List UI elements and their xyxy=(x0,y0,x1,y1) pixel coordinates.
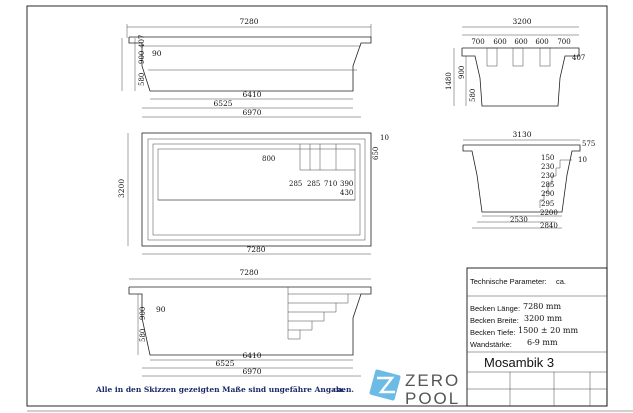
section-step-3: 230 xyxy=(541,172,554,180)
side-segment-1: 700 xyxy=(471,38,484,46)
param-label-length: Becken Länge: xyxy=(470,304,520,313)
parameter-table: Technische Parameter: ca. Becken Länge: … xyxy=(466,267,608,407)
front-depth-deep: 580 xyxy=(138,73,146,86)
plan-step-2: 285 xyxy=(307,180,320,188)
side-depth-mid: 900 xyxy=(458,66,466,79)
plan-rim: 10 xyxy=(380,134,389,142)
param-value-wall: 6-9 mm xyxy=(527,338,558,347)
section-floor-inner: 2200 xyxy=(540,209,558,217)
section-step-2: 230 xyxy=(541,163,554,171)
footer-note-ca: ca. xyxy=(333,385,345,394)
side-overall-width: 3200 xyxy=(512,17,531,26)
side-rim-offset: 407 xyxy=(572,54,585,62)
bottom-length-bottom: 6525 xyxy=(215,359,234,368)
plan-width: 3200 xyxy=(117,179,126,198)
side-segment-5: 700 xyxy=(557,38,570,46)
logo-z-icon xyxy=(377,376,395,394)
section-rim-a: 575 xyxy=(582,140,595,148)
front-length-inner: 6410 xyxy=(242,90,261,99)
side-segment-2: 600 xyxy=(493,38,506,46)
section-floor-a: 2530 xyxy=(510,216,528,224)
bottom-depth-shallow: 900 xyxy=(139,307,147,320)
bottom-view: 7280 90 900 580 6410 6525 6970 xyxy=(128,268,372,377)
brand-line-1: ZERO xyxy=(405,371,460,390)
section-overall-width: 3130 xyxy=(512,130,531,139)
plan-step-extra: 430 xyxy=(340,189,353,197)
front-depth-top: 407 xyxy=(138,35,146,48)
front-length-outer: 6970 xyxy=(242,108,261,117)
plan-step-depth: 650 xyxy=(372,147,380,160)
section-view: 3130 575 10 150 230 230 285 290 295 2200… xyxy=(462,130,595,230)
section-floor-b: 2840 xyxy=(540,222,558,230)
params-header-ca: ca. xyxy=(556,277,566,286)
model-name: Mosambik 3 xyxy=(484,355,554,370)
plan-step-3: 710 xyxy=(324,180,337,188)
param-value-length: 7280 mm xyxy=(523,302,561,311)
footer-note: Alle in den Skizzen gezeigten Maße sind … xyxy=(95,385,354,394)
side-depth-low: 580 xyxy=(469,89,477,102)
plan-step-4: 390 xyxy=(340,180,353,188)
front-view: 7280 90 900 407 580 6410 6525 6970 xyxy=(121,17,372,118)
param-label-wall: Wandstärke: xyxy=(470,340,512,349)
side-view: 3200 700 600 600 600 700 407 1480 900 58… xyxy=(445,17,585,107)
section-step-4: 285 xyxy=(541,181,554,189)
drawing-frame xyxy=(26,5,608,407)
plan-step-width: 800 xyxy=(262,155,275,163)
param-label-width: Becken Breite: xyxy=(470,316,519,325)
param-label-depth: Becken Tiefe: xyxy=(470,328,515,337)
bottom-length-outer: 6970 xyxy=(242,367,261,376)
bottom-length-inner: 6410 xyxy=(242,351,261,360)
front-length-bottom: 6525 xyxy=(213,99,232,108)
param-value-depth: 1500 ± 20 mm xyxy=(518,326,578,335)
side-segment-4: 600 xyxy=(535,38,548,46)
plan-step-1: 285 xyxy=(289,180,302,188)
param-value-width: 3200 mm xyxy=(524,314,562,323)
plan-view: 3200 7280 10 650 800 285 285 710 390 430 xyxy=(117,132,389,255)
front-step-width: 90 xyxy=(152,49,162,58)
params-header: Technische Parameter: xyxy=(470,277,547,286)
side-depth-total: 1480 xyxy=(445,72,453,90)
section-step-6: 295 xyxy=(541,200,554,208)
zero-pool-logo: ZERO POOL xyxy=(369,369,460,408)
brand-line-2: POOL xyxy=(405,389,460,408)
front-depth-shallow: 900 xyxy=(138,51,146,64)
section-step-5: 290 xyxy=(541,190,554,198)
bottom-overall-length: 7280 xyxy=(239,268,258,277)
side-segment-3: 600 xyxy=(514,38,527,46)
section-rim-b: 10 xyxy=(578,156,587,164)
bottom-depth-deep: 580 xyxy=(139,329,147,342)
front-overall-length: 7280 xyxy=(239,17,258,26)
bottom-step-width: 90 xyxy=(156,305,166,314)
section-step-1: 150 xyxy=(541,154,554,162)
plan-length: 7280 xyxy=(246,245,265,254)
